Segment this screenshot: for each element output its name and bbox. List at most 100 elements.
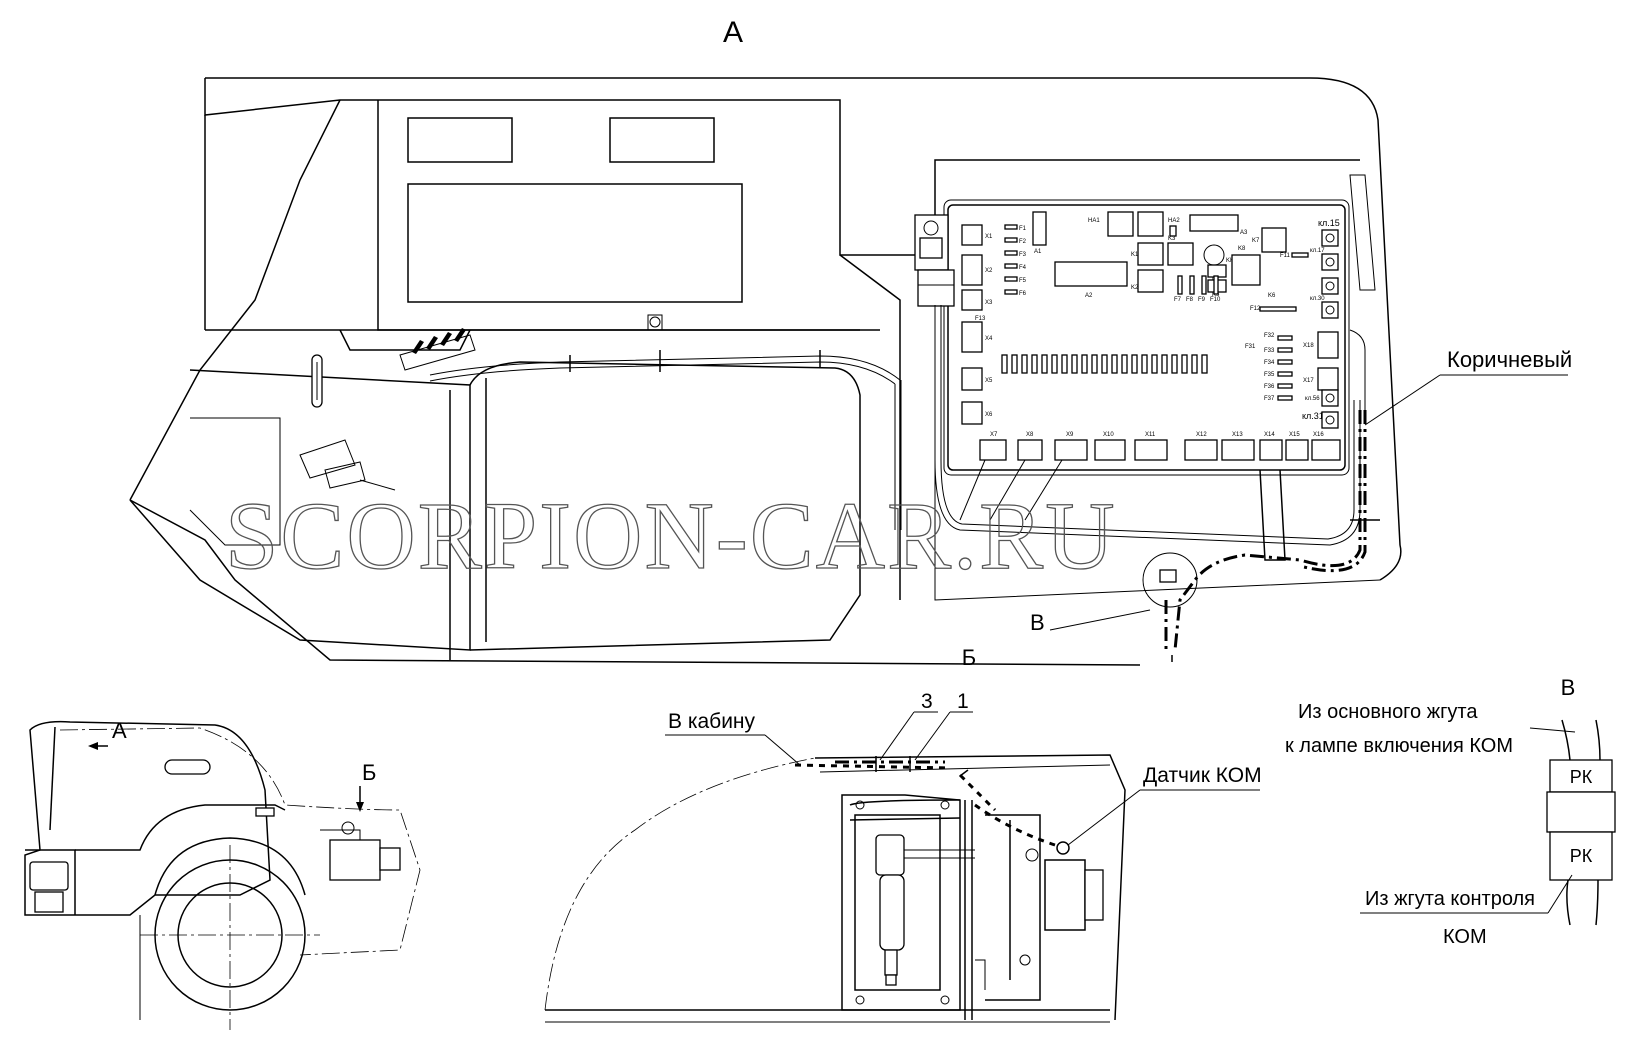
svg-text:X14: X14 [1264, 432, 1275, 438]
svg-text:K1: K1 [1131, 252, 1139, 258]
svg-text:F32: F32 [1264, 333, 1275, 339]
svg-text:F13: F13 [975, 316, 986, 322]
svg-text:X7: X7 [990, 432, 998, 438]
latch-handle [311, 354, 323, 408]
svg-text:Б: Б [362, 760, 376, 785]
view-b-title: Б [962, 645, 976, 670]
svg-text:X10: X10 [1103, 432, 1114, 438]
svg-text:K3: K3 [1168, 236, 1176, 242]
svg-text:F12: F12 [1250, 306, 1261, 312]
svg-text:Датчик КОМ: Датчик КОМ [1143, 764, 1262, 787]
dash-harness [429, 350, 902, 530]
svg-text:F6: F6 [1019, 291, 1027, 297]
fuse-row-center [1001, 354, 1208, 374]
brown-label: Коричневый [1364, 347, 1572, 426]
svg-text:КОМ: КОМ [1443, 926, 1487, 948]
svg-text:F10: F10 [1210, 297, 1221, 303]
cab-interior-outline [129, 77, 1402, 666]
fuses-left: F1 F2 F3 F4 F5 F6 [1004, 224, 1027, 297]
kom-harness [794, 756, 1070, 855]
front-wheel [140, 845, 320, 1030]
svg-text:В кабину: В кабину [668, 710, 756, 733]
svg-text:F9: F9 [1198, 297, 1206, 303]
from-main-harness-label: Из основного жгута к лампе включения КОМ [1285, 701, 1576, 757]
svg-text:A2: A2 [1085, 293, 1093, 299]
svg-text:А: А [112, 718, 127, 743]
svg-text:кл.30: кл.30 [1310, 296, 1325, 302]
svg-text:F2: F2 [1019, 239, 1027, 245]
svg-text:K7: K7 [1252, 238, 1260, 244]
svg-text:X15: X15 [1289, 432, 1300, 438]
svg-text:HA1: HA1 [1088, 218, 1100, 224]
svg-text:кл.15: кл.15 [1318, 218, 1340, 228]
svg-text:F7: F7 [1174, 297, 1182, 303]
svg-text:F35: F35 [1264, 372, 1275, 378]
svg-text:к лампе включения КОМ: к лампе включения КОМ [1285, 735, 1513, 757]
svg-text:X16: X16 [1313, 432, 1324, 438]
svg-text:F37: F37 [1264, 396, 1275, 402]
svg-text:X8: X8 [1026, 432, 1034, 438]
svg-text:F3: F3 [1019, 252, 1027, 258]
svg-text:X9: X9 [1066, 432, 1074, 438]
bottom-connectors: X7 X8 X9 X10 X11 X12 X13 X14 X15 X16 [979, 432, 1341, 461]
air-vent [399, 328, 476, 371]
svg-text:Коричневый: Коричневый [1447, 347, 1572, 372]
svg-text:X12: X12 [1196, 432, 1207, 438]
svg-text:F34: F34 [1264, 360, 1275, 366]
svg-text:K5: K5 [1212, 292, 1220, 298]
svg-text:F4: F4 [1019, 265, 1027, 271]
terminals: кл.15 кл.17 кл.30 кл.56 кл.31 [1302, 218, 1340, 429]
svg-text:X3: X3 [985, 300, 993, 306]
view-b-drawing [544, 754, 1126, 1023]
svg-text:F5: F5 [1019, 278, 1027, 284]
svg-text:кл.31: кл.31 [1302, 411, 1324, 421]
detail-callout-b: В [1030, 552, 1198, 635]
svg-text:F31: F31 [1245, 344, 1256, 350]
svg-text:A1: A1 [1034, 249, 1042, 255]
relays: A1 HA1 HA2 A3 A2 K1 K2 K3 KK K4 K5 K8 [1032, 211, 1287, 299]
svg-text:K8: K8 [1238, 246, 1246, 252]
svg-text:РК: РК [1570, 846, 1593, 866]
svg-text:В: В [1030, 610, 1045, 635]
from-control-harness-label: Из жгута контроля КОМ [1360, 874, 1573, 948]
view-a-title: А [723, 16, 743, 49]
svg-text:F36: F36 [1264, 384, 1275, 390]
item-labels: 3 1 [879, 690, 973, 761]
svg-text:X5: X5 [985, 378, 993, 384]
svg-text:KK: KK [1226, 258, 1234, 264]
svg-text:кл.17: кл.17 [1310, 248, 1325, 254]
brown-wire [1164, 410, 1367, 662]
truck-overview: А Б [24, 718, 421, 1030]
svg-text:X4: X4 [985, 336, 993, 342]
box-harness [934, 305, 1380, 561]
svg-text:HA2: HA2 [1168, 218, 1180, 224]
svg-text:K6: K6 [1268, 293, 1276, 299]
svg-text:X6: X6 [985, 412, 993, 418]
svg-text:X18: X18 [1303, 343, 1314, 349]
svg-text:A3: A3 [1240, 230, 1248, 236]
svg-text:1: 1 [957, 690, 969, 713]
svg-text:кл.56: кл.56 [1305, 396, 1320, 402]
svg-text:3: 3 [921, 690, 933, 713]
svg-text:F11: F11 [1280, 253, 1291, 259]
right-connectors: X18 X17 [1303, 331, 1339, 391]
fuse-box: X1 X2 X3 X4 X5 X6 F1 F2 F3 F4 F5 F6 A1 H… [914, 199, 1350, 476]
fuses-mid: F7 F8 F9 F10 F11 F12 F13 [975, 252, 1309, 322]
svg-text:X1: X1 [985, 234, 993, 240]
svg-text:Из основного жгута: Из основного жгута [1298, 701, 1478, 723]
fuses-right: F31 F32 F33 F34 F35 F36 F37 [1245, 333, 1293, 402]
watermark: SCORPION-CAR.RU [225, 482, 1117, 589]
svg-text:X11: X11 [1145, 432, 1156, 438]
svg-text:K2: K2 [1131, 285, 1139, 291]
gearbox-small [320, 821, 401, 881]
view-v-drawing: РК РК [1546, 719, 1616, 926]
svg-text:X2: X2 [985, 268, 993, 274]
view-v-title: В [1561, 675, 1576, 700]
svg-text:X13: X13 [1232, 432, 1243, 438]
sensor-label: Датчик КОМ [1067, 764, 1262, 846]
to-cab-label: В кабину [665, 710, 801, 766]
svg-text:F1: F1 [1019, 226, 1027, 232]
left-connectors: X1 X2 X3 X4 X5 X6 [961, 224, 993, 425]
svg-text:F8: F8 [1186, 297, 1194, 303]
